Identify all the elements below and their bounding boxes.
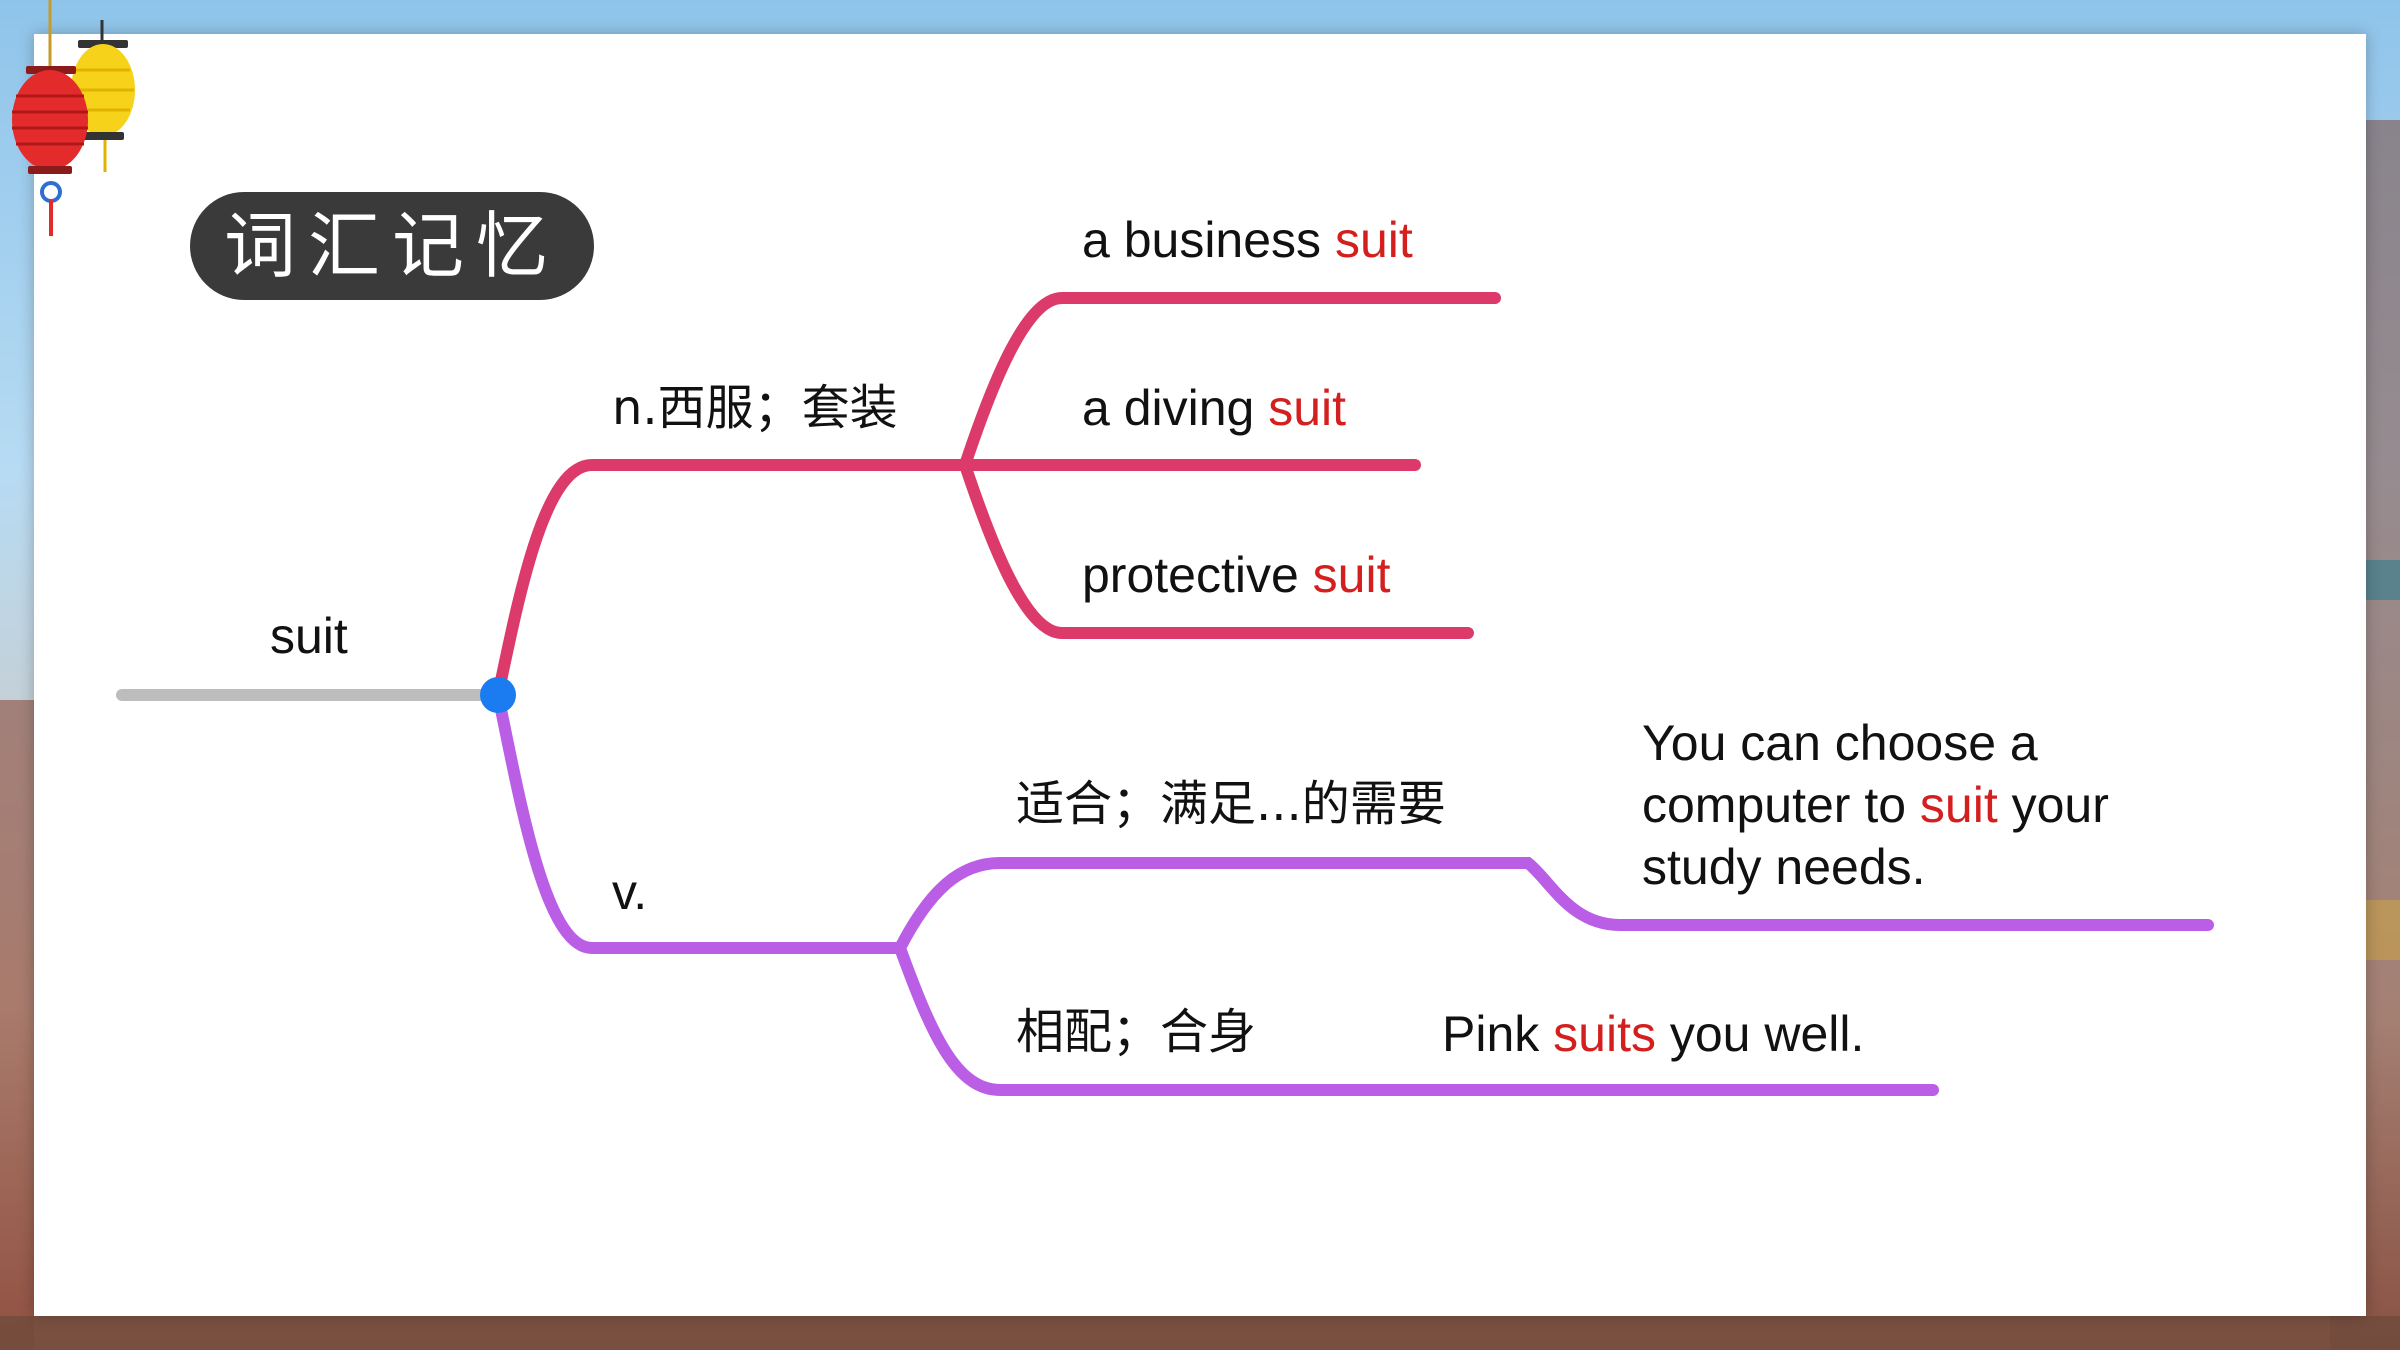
verb-child-line-1 bbox=[894, 857, 2214, 954]
verb-sense-1-example-word: suit bbox=[1919, 777, 1998, 833]
root-node[interactable] bbox=[480, 677, 516, 713]
branch-noun-label: n.西服；套装 bbox=[612, 380, 898, 436]
noun-example-2-word: suit bbox=[1268, 380, 1347, 436]
verb-sense-2-example-word: suits bbox=[1553, 1006, 1656, 1062]
page-title: 词汇记忆 bbox=[190, 192, 594, 300]
noun-example-1-pre: a business bbox=[1082, 212, 1335, 268]
noun-example-3-pre: protective bbox=[1082, 547, 1313, 603]
noun-example-3: protective suit bbox=[1082, 545, 1390, 605]
noun-example-2-pre: a diving bbox=[1082, 380, 1269, 436]
noun-child-line-1 bbox=[959, 292, 1501, 471]
lantern-icon bbox=[12, 0, 135, 236]
branch-verb-label: v. bbox=[612, 864, 648, 920]
noun-example-1: a business suit bbox=[1082, 210, 1413, 270]
verb-child-line-2 bbox=[894, 942, 1939, 1096]
verb-sense-1-label: 适合；满足...的需要 bbox=[1016, 776, 1446, 832]
noun-example-3-word: suit bbox=[1312, 547, 1391, 603]
branch-noun-line bbox=[492, 459, 971, 701]
verb-sense-1-example-pre: You can choose a computer to bbox=[1642, 715, 2038, 833]
verb-sense-1-example: You can choose a computer to suit your s… bbox=[1642, 712, 2202, 898]
verb-sense-1-example-post: your study needs. bbox=[1642, 777, 2109, 895]
noun-example-2: a diving suit bbox=[1082, 378, 1346, 438]
verb-sense-2-example: Pink suits you well. bbox=[1442, 1004, 1864, 1064]
branch-verb-line bbox=[492, 689, 906, 954]
verb-sense-2-example-post: you well. bbox=[1655, 1006, 1865, 1062]
root-word: suit bbox=[270, 608, 348, 664]
verb-sense-2-label: 相配；合身 bbox=[1016, 1004, 1257, 1060]
noun-child-line-3 bbox=[959, 459, 1474, 639]
noun-example-1-word: suit bbox=[1334, 212, 1413, 268]
verb-sense-2-example-pre: Pink bbox=[1442, 1006, 1554, 1062]
